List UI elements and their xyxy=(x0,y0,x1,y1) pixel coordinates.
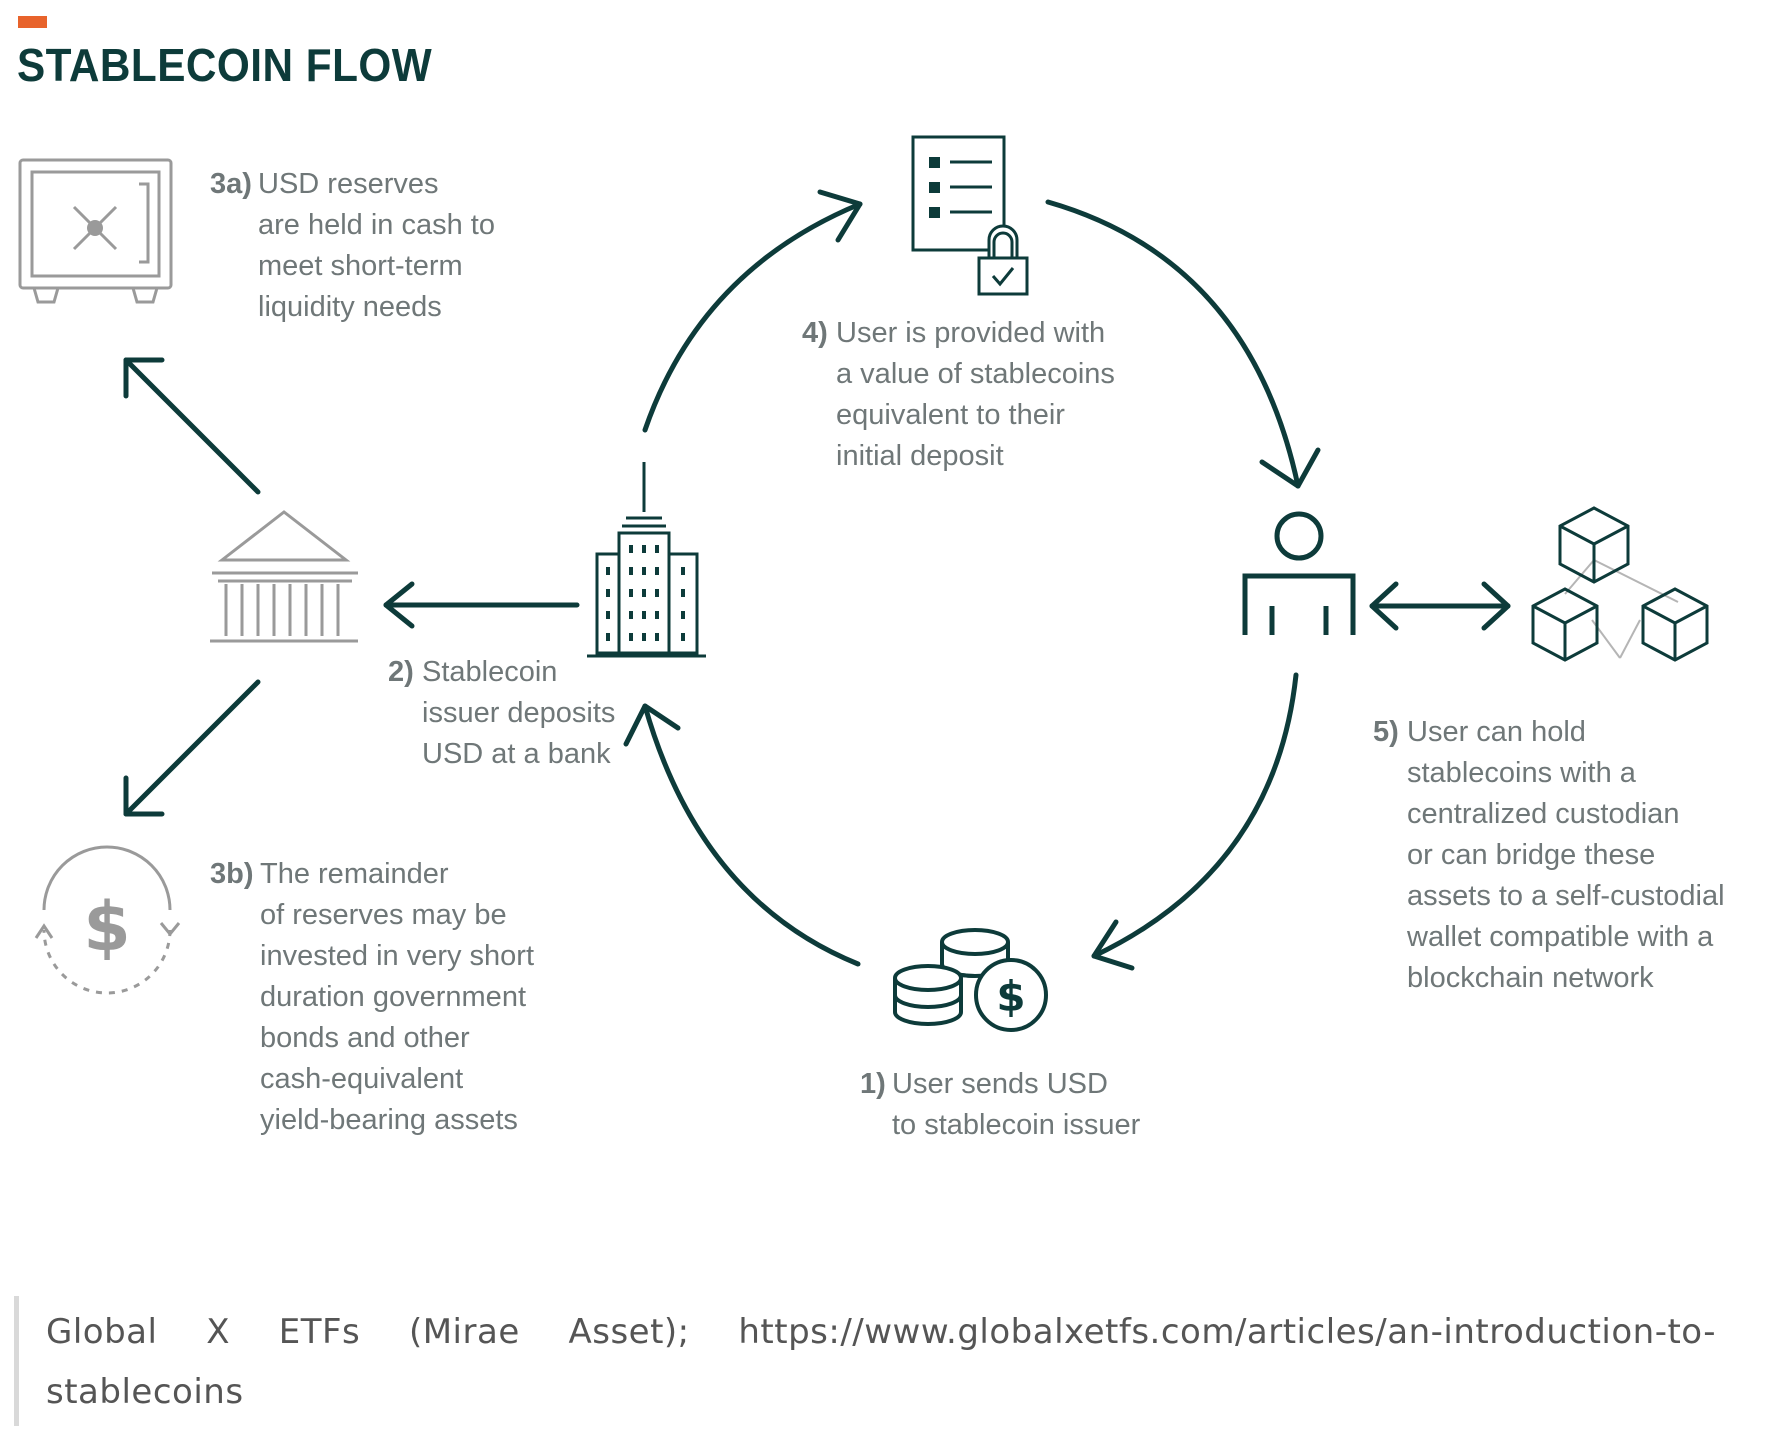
arrow-document-to-user xyxy=(1045,199,1301,489)
step-2-line: USD at a bank xyxy=(422,738,611,770)
skyscraper-icon xyxy=(587,462,706,658)
step-2-text: 2) Stablecoin issuer deposits USD at a b… xyxy=(388,652,615,775)
step-3a-line: are held in cash to xyxy=(258,209,495,241)
step-5-text: 5) User can hold stablecoins with a cent… xyxy=(1373,712,1725,999)
step-4-text: 4) User is provided with a value of stab… xyxy=(802,313,1115,477)
step-5-line: centralized custodian xyxy=(1407,798,1680,830)
step-3b-line: invested in very short xyxy=(260,940,535,972)
step-2-number: 2) xyxy=(388,656,414,688)
source-caption: Global X ETFs (Mirae Asset); https://www… xyxy=(46,1312,1716,1412)
step-3b-line: of reserves may be xyxy=(260,899,507,931)
flow-arrows xyxy=(123,189,1511,971)
user-icon xyxy=(1242,511,1356,635)
diagram-title: STABLECOIN FLOW xyxy=(17,39,433,91)
coins-dollar-icon: $ xyxy=(893,928,1048,1032)
step-2-line: Stablecoin xyxy=(422,656,558,688)
step-3a-line: liquidity needs xyxy=(258,291,442,323)
step-4-line: User is provided with xyxy=(836,317,1106,349)
step-5-line: assets to a self-custodial xyxy=(1407,880,1725,912)
step-1-line: User sends USD xyxy=(892,1068,1108,1100)
arrow-bank-to-bonds xyxy=(123,679,261,817)
step-5-line: User can hold xyxy=(1407,716,1586,748)
step-3b-line: The remainder xyxy=(260,858,449,890)
step-3a-line: meet short-term xyxy=(258,250,463,282)
title-accent-bar xyxy=(18,16,47,28)
safe-icon xyxy=(18,158,173,304)
step-2-line: issuer deposits xyxy=(422,697,616,729)
step-5-line: wallet compatible with a xyxy=(1407,921,1714,953)
step-4-line: equivalent to their xyxy=(836,399,1065,431)
step-3b-line: yield-bearing assets xyxy=(260,1104,518,1136)
step-3a-line: USD reserves xyxy=(258,168,439,200)
blockchain-cubes-icon xyxy=(1531,506,1709,662)
step-1-number: 1) xyxy=(860,1068,886,1100)
step-5-line: stablecoins with a xyxy=(1407,757,1636,789)
step-1-text: 1) User sends USD to stablecoin issuer xyxy=(860,1064,1140,1146)
arrow-issuer-to-document xyxy=(642,201,863,433)
dollar-symbol: $ xyxy=(83,888,130,967)
arrow-bank-to-safe xyxy=(123,357,261,495)
step-3b-line: bonds and other xyxy=(260,1022,470,1054)
step-1-line: to stablecoin issuer xyxy=(892,1109,1141,1141)
step-5-line: blockchain network xyxy=(1407,962,1654,994)
bank-icon xyxy=(210,510,358,643)
step-4-line: initial deposit xyxy=(836,440,1004,472)
arrow-coins-to-issuer xyxy=(642,703,861,967)
step-3a-text: 3a) USD reserves are held in cash to mee… xyxy=(210,164,495,328)
document-lock-icon xyxy=(911,135,1029,296)
step-3b-line: duration government xyxy=(260,981,526,1013)
step-3b-line: cash-equivalent xyxy=(260,1063,464,1095)
coin-dollar-symbol: $ xyxy=(996,972,1025,1021)
step-4-line: a value of stablecoins xyxy=(836,358,1115,390)
step-4-number: 4) xyxy=(802,317,828,349)
caption-quote-bar xyxy=(14,1296,19,1426)
step-3b-text: 3b) The remainder of reserves may be inv… xyxy=(210,854,534,1141)
dollar-cycle-icon: $ xyxy=(34,845,181,995)
step-3b-number: 3b) xyxy=(210,858,254,890)
step-3a-number: 3a) xyxy=(210,168,252,200)
arrow-user-to-coins xyxy=(1091,672,1299,959)
step-5-line: or can bridge these xyxy=(1407,839,1656,871)
step-5-number: 5) xyxy=(1373,716,1399,748)
